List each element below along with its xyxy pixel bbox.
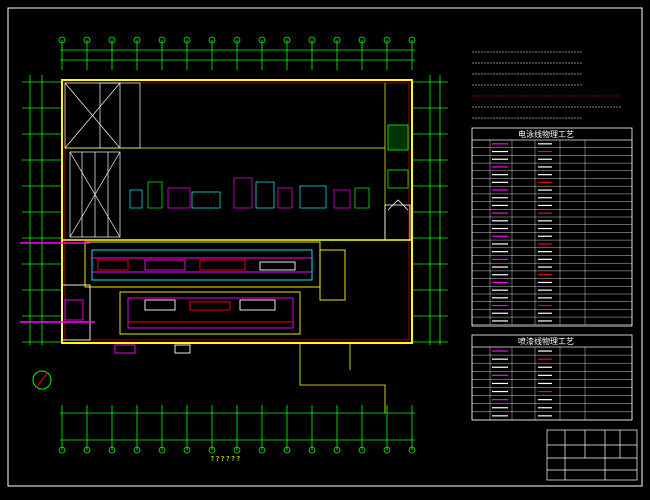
table-lower	[471, 334, 633, 421]
grid-bubble	[158, 446, 166, 454]
grid-bubble	[183, 446, 191, 454]
title-block	[546, 429, 638, 481]
grid-bubble	[308, 446, 316, 454]
right-grid-axis	[429, 75, 441, 345]
grid-bubble	[133, 36, 141, 44]
grid-bubble	[233, 446, 241, 454]
upper-zone	[64, 82, 386, 240]
grid-bubble	[58, 446, 66, 454]
right-rooms	[384, 124, 411, 241]
column-bays	[69, 151, 121, 238]
grid-bubble	[83, 446, 91, 454]
equipment-row	[129, 177, 370, 209]
grid-bubble	[208, 446, 216, 454]
table-upper-title: 电泳线物理工艺	[518, 130, 574, 139]
grid-bubble	[408, 446, 416, 454]
grid-bubble	[83, 36, 91, 44]
grid-bubble	[208, 36, 216, 44]
grid-bubble	[108, 36, 116, 44]
building-outline	[61, 79, 413, 344]
grid-bubble	[358, 446, 366, 454]
grid-bubble	[258, 36, 266, 44]
grid-bubble	[408, 36, 416, 44]
exterior-lines	[299, 343, 386, 413]
grid-bubble	[333, 36, 341, 44]
grid-bubble	[383, 36, 391, 44]
bottom-grid-axis	[58, 405, 416, 454]
grid-bubble	[233, 36, 241, 44]
grid-bubble	[158, 36, 166, 44]
grid-bubble	[283, 36, 291, 44]
table-upper	[471, 127, 633, 327]
grid-bubble	[358, 36, 366, 44]
grid-bubble	[383, 446, 391, 454]
grid-bubble	[308, 36, 316, 44]
left-grid-axis	[29, 75, 43, 345]
production-line-area	[20, 239, 412, 354]
north-arrow-icon	[32, 370, 52, 390]
grid-bubble	[133, 446, 141, 454]
grid-bubble	[108, 446, 116, 454]
table-lower-title: 喷漆线物理工艺	[518, 337, 574, 346]
notes-block	[472, 51, 622, 119]
grid-bubble	[283, 446, 291, 454]
drawing-frame	[7, 7, 643, 487]
grid-bubble	[258, 446, 266, 454]
grid-bubble	[183, 36, 191, 44]
top-grid-axis	[58, 36, 416, 70]
grid-bubble	[58, 36, 66, 44]
drawing-label: ??????	[210, 455, 242, 463]
grid-bubble	[333, 446, 341, 454]
